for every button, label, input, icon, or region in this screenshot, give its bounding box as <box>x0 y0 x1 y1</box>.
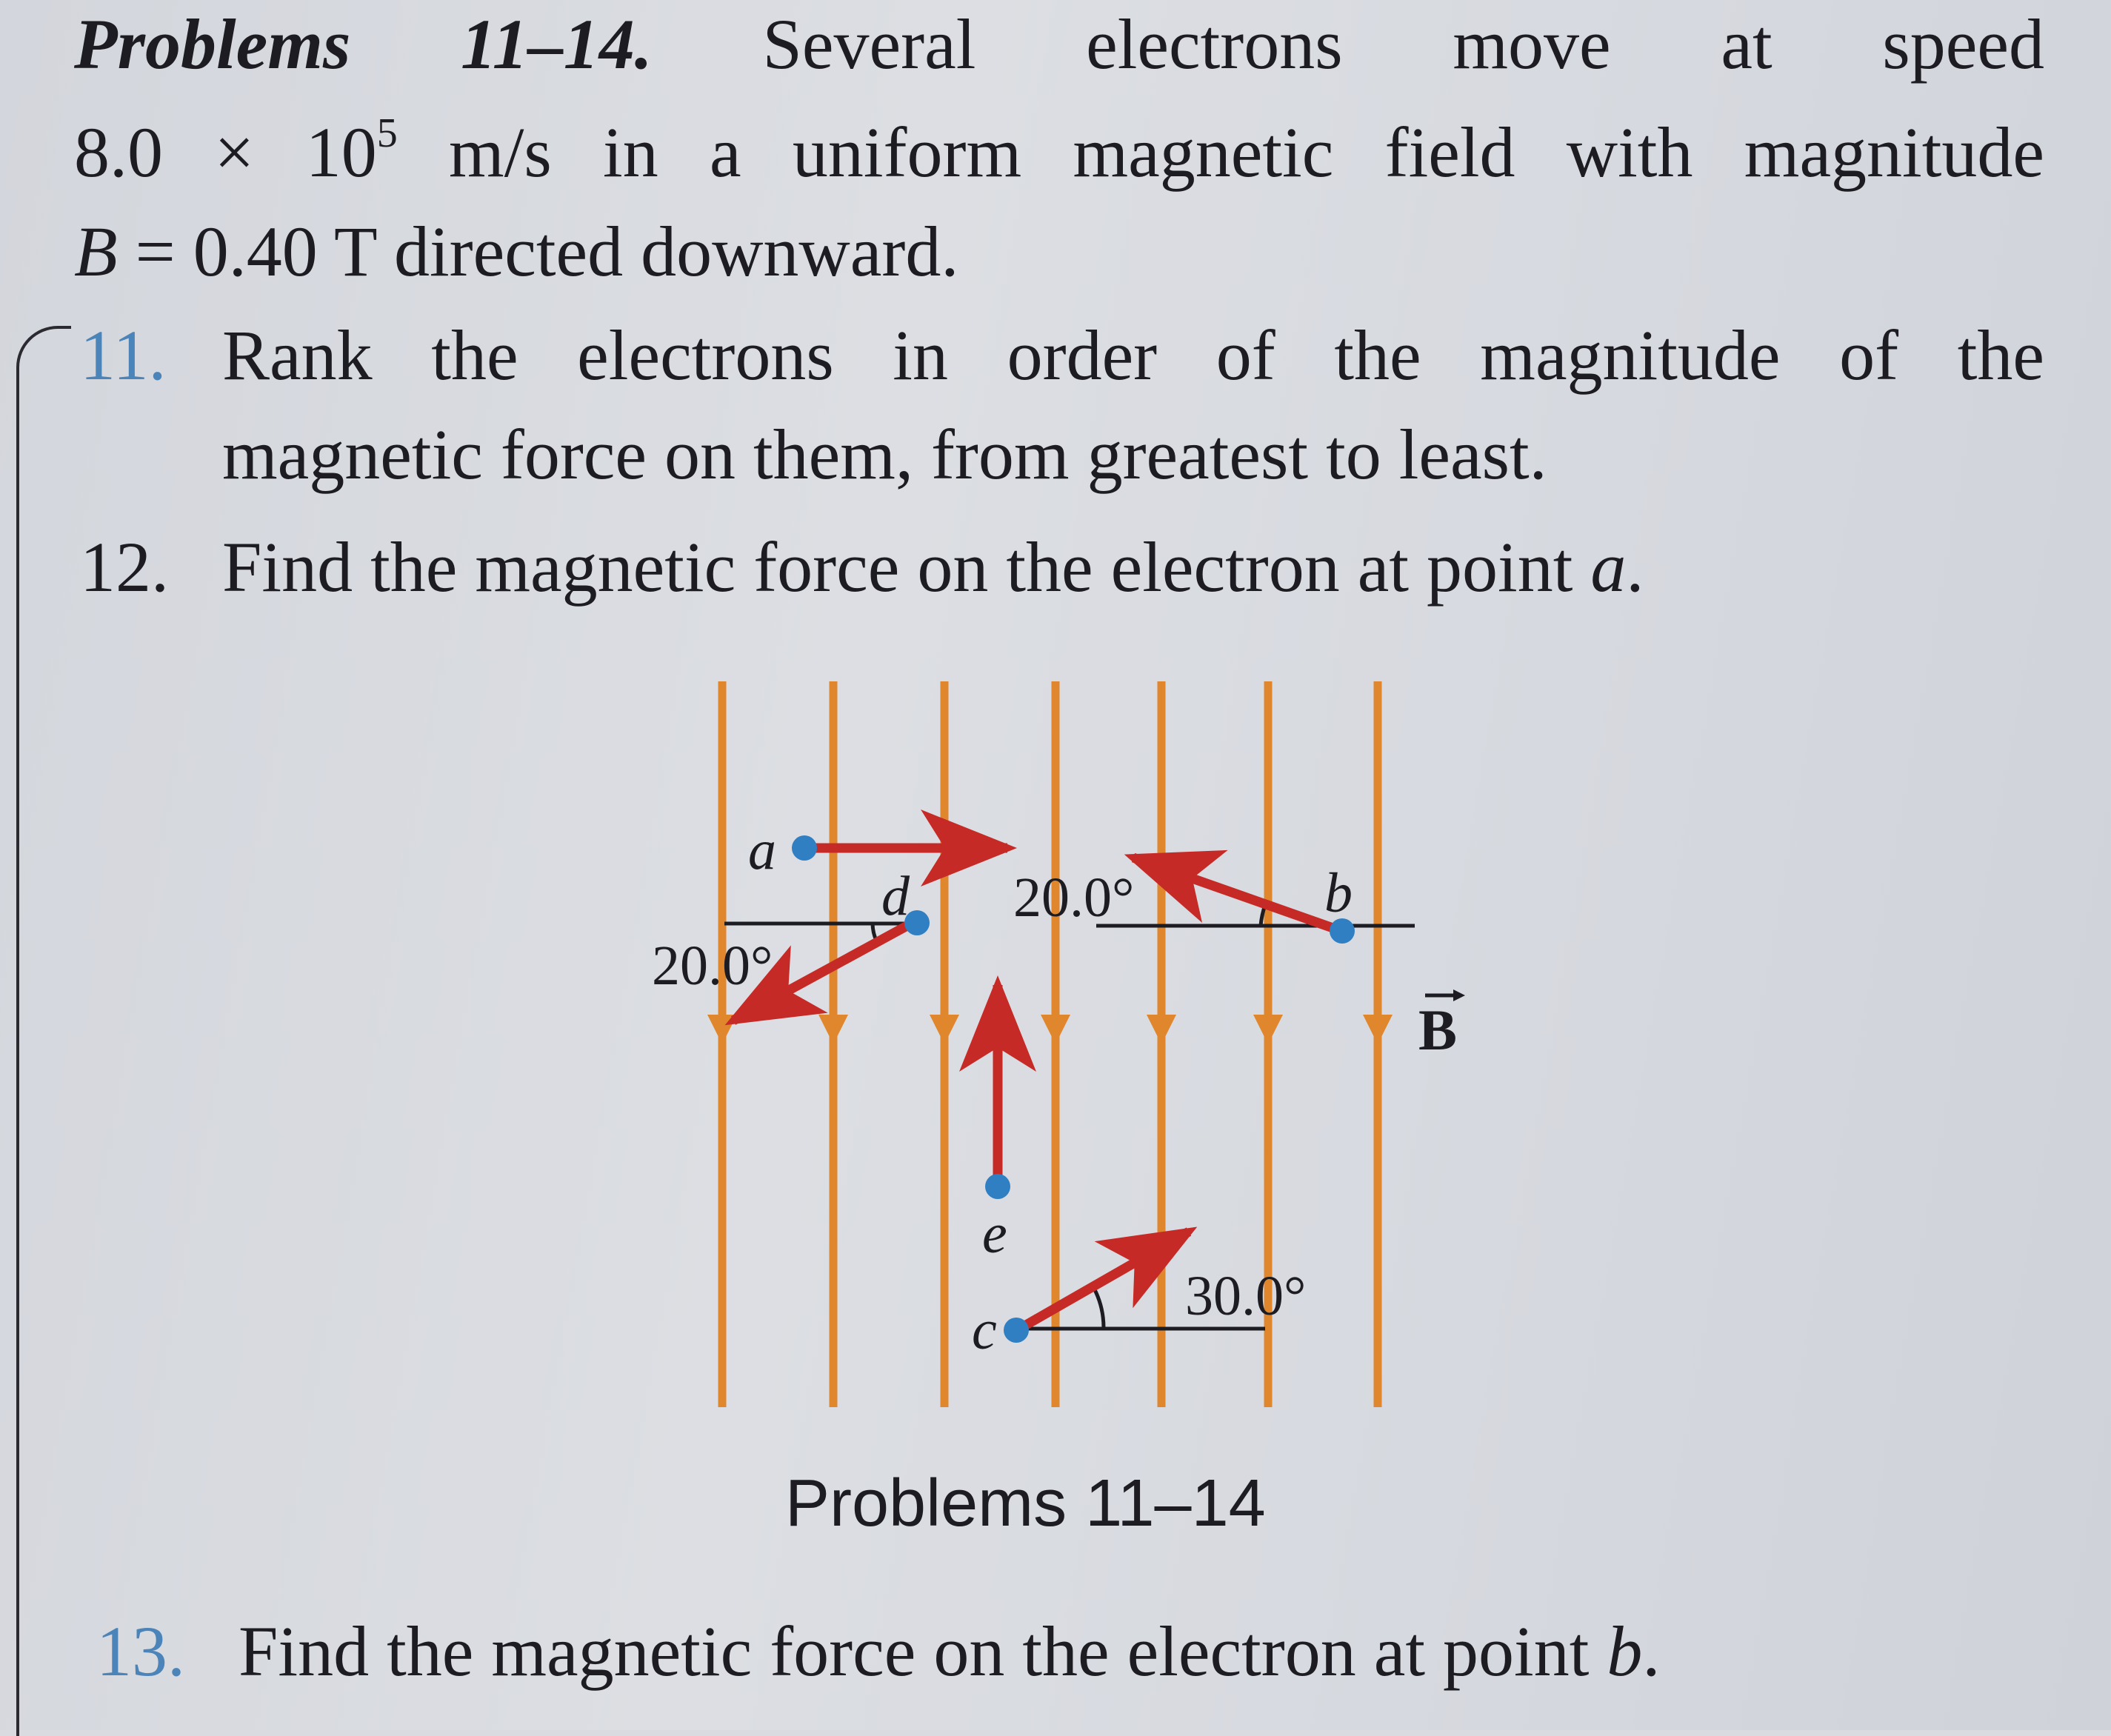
field-line-6-arrowhead <box>1253 1015 1283 1044</box>
field-vector-arrowhead <box>1453 989 1465 1001</box>
field-line-7-arrowhead <box>1363 1015 1393 1044</box>
field-line-4-arrowhead <box>1041 1015 1070 1044</box>
label-b: b <box>1324 862 1353 924</box>
problems-heading: Problems 11–14. <box>74 4 653 84</box>
label-a: a <box>748 819 776 881</box>
problem-11-number: 11. <box>80 316 167 395</box>
problem-12-number: 12. <box>80 527 169 607</box>
intro-text-1: Several electrons move at speed <box>762 4 2045 84</box>
field-line-2-arrowhead <box>818 1015 848 1044</box>
field-lines <box>707 681 1393 1407</box>
field-line-5-arrowhead <box>1147 1015 1176 1044</box>
label-c: c <box>972 1299 997 1361</box>
field-vector-label: B <box>1418 998 1458 1062</box>
field-symbol: B <box>74 212 118 291</box>
electron-e <box>985 1174 1010 1199</box>
intro-line-1: Problems 11–14. Several electrons move a… <box>74 9 2044 80</box>
electron-b <box>1330 918 1355 944</box>
label-d: d <box>881 865 910 927</box>
speed-value: 8.0 × 105 <box>74 110 398 192</box>
problem-12-text: Find the magnetic force on the electron … <box>222 527 1644 607</box>
field-line-3-arrowhead <box>930 1015 959 1044</box>
electron-a <box>792 835 817 861</box>
electron-c <box>1004 1318 1029 1343</box>
angle-label-d: 20.0° <box>652 935 773 997</box>
intro-line-3: B = 0.40 T directed downward. <box>74 216 958 287</box>
problem-11-line-2: magnetic force on them, from greatest to… <box>222 415 1547 494</box>
problem-13-number: 13. <box>96 1612 185 1691</box>
problem-13-text: Find the magnetic force on the electron … <box>239 1612 1661 1691</box>
electron-d <box>904 910 930 935</box>
problem-set-bracket <box>16 326 71 1736</box>
problem-11-line-1: Rank the electrons in order of the magni… <box>222 316 2044 395</box>
figure-caption: Problems 11–14 <box>785 1466 1266 1540</box>
intro-text-2: m/s in a uniform magnetic field with mag… <box>397 113 2045 192</box>
velocity-arrow-b <box>1124 849 1341 935</box>
label-e: e <box>982 1203 1007 1265</box>
velocity-arrow-c <box>1019 1226 1198 1332</box>
velocity-arrow-d <box>724 918 916 1026</box>
angle-label-b: 20.0° <box>1013 867 1135 929</box>
intro-line-2: 8.0 × 105 m/s in a uniform magnetic fiel… <box>74 113 2044 188</box>
intro-text-3: = 0.40 T directed downward. <box>117 212 959 291</box>
angle-label-c: 30.0° <box>1185 1265 1307 1327</box>
